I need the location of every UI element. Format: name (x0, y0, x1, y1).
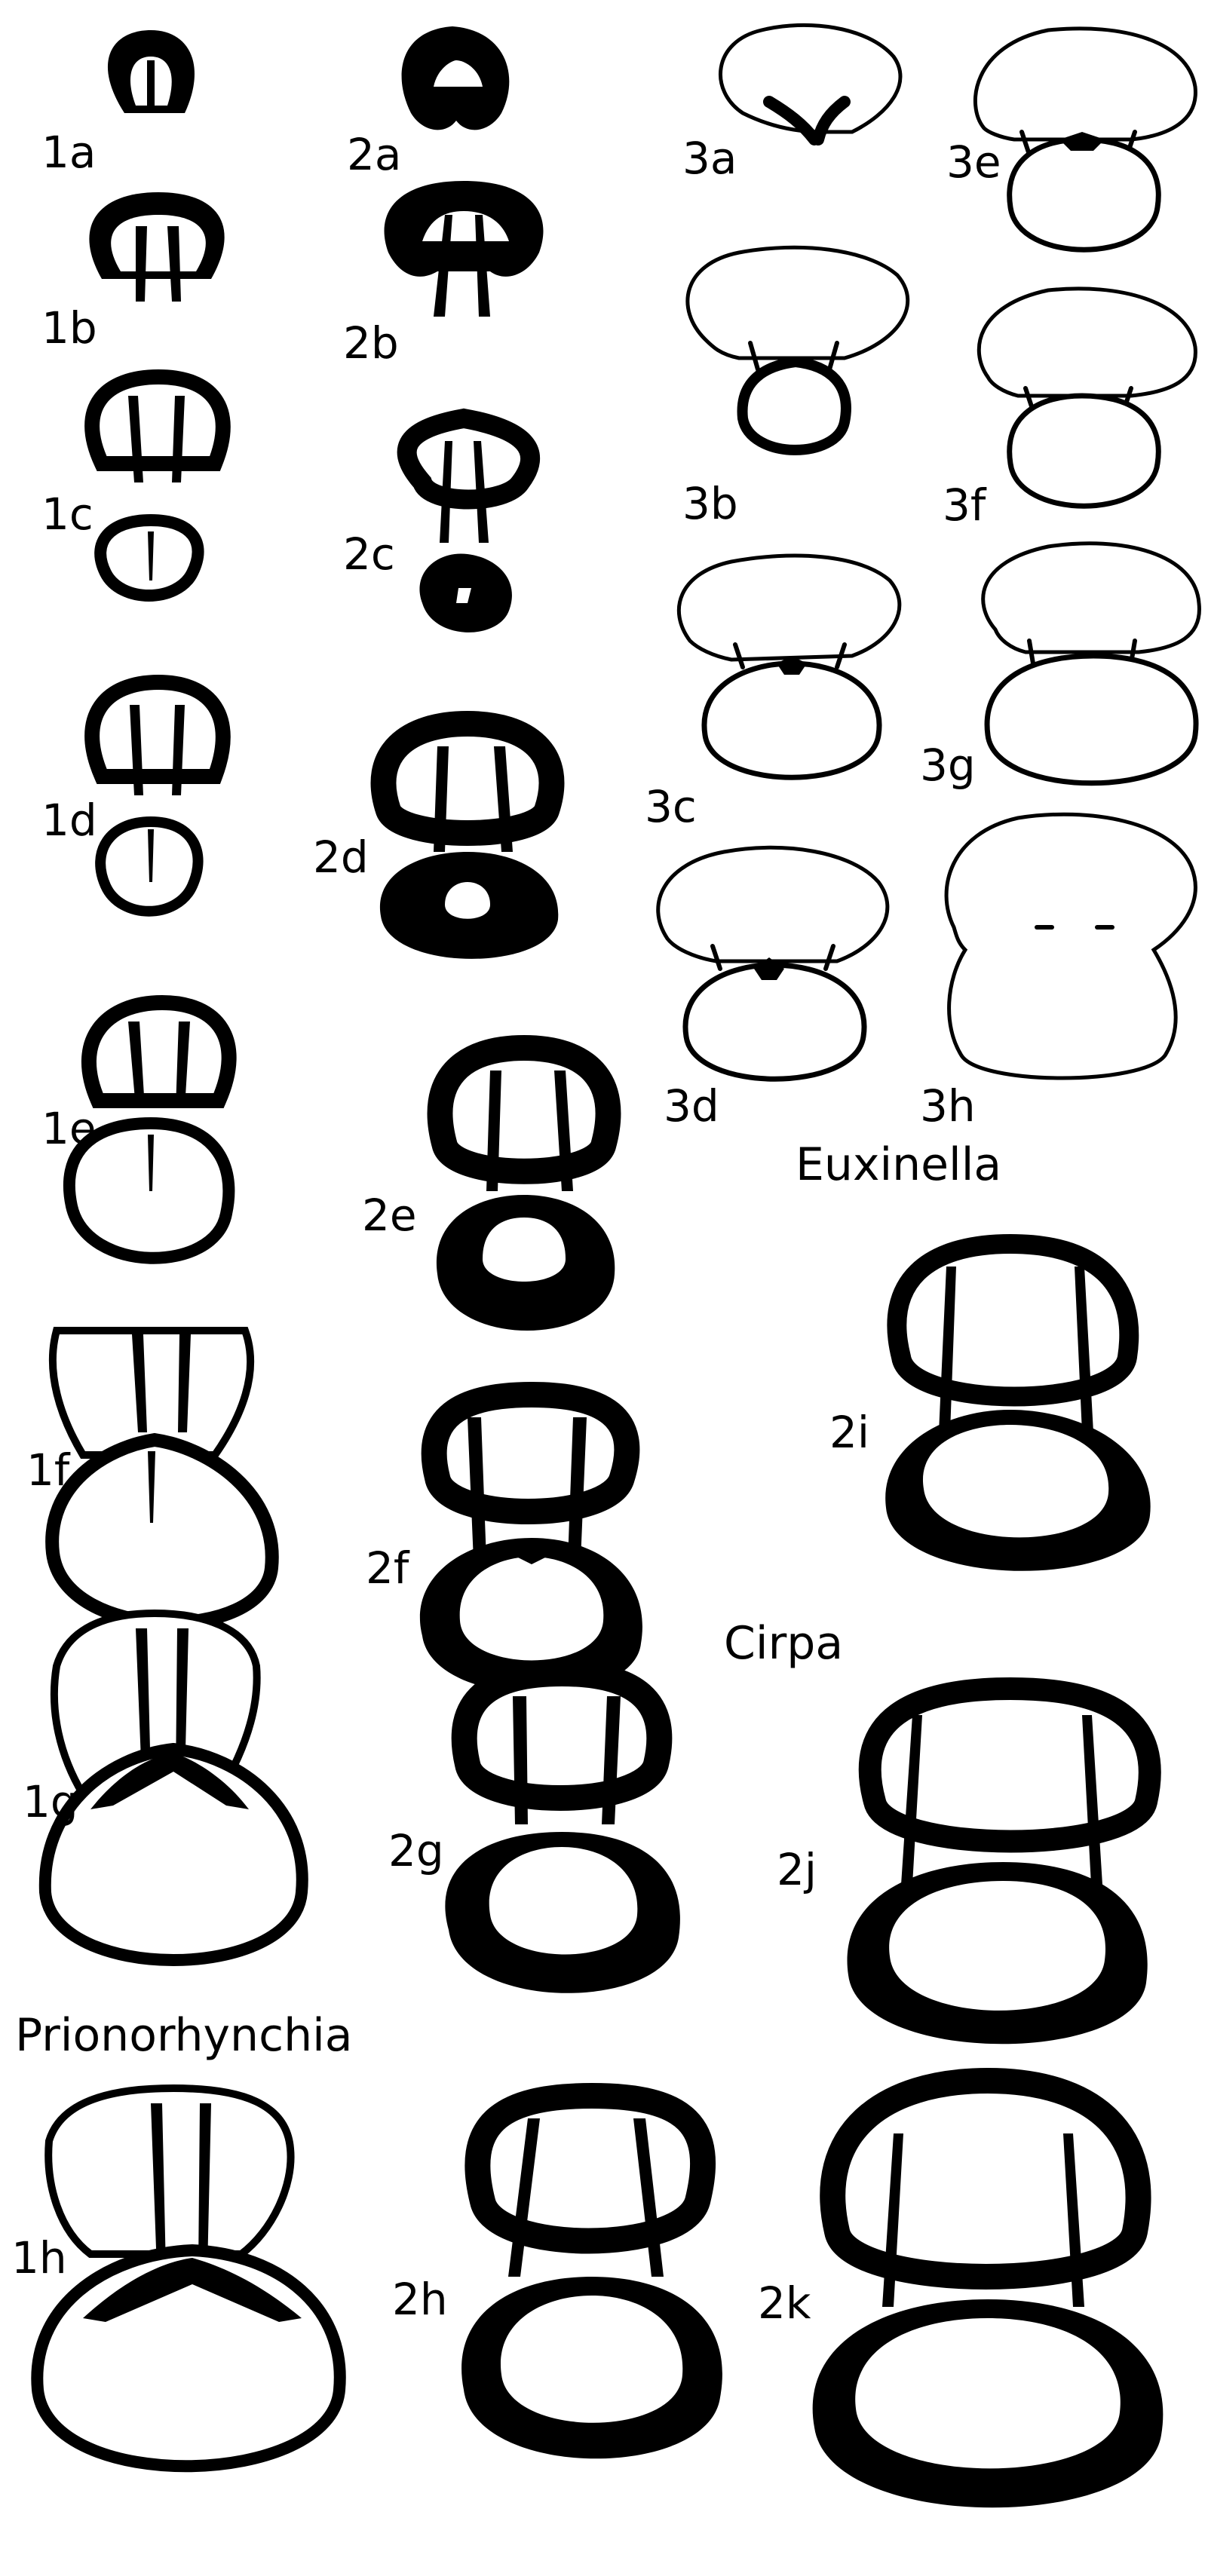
section-2k (813, 2081, 1164, 2507)
section-1c (92, 377, 223, 596)
label-2h: 2h (392, 2274, 448, 2325)
label-1c: 1c (41, 489, 94, 540)
section-1g (45, 1613, 302, 1960)
section-2i (885, 1244, 1150, 1571)
label-2g: 2g (388, 1825, 444, 1876)
section-1f (52, 1331, 272, 1623)
label-2f: 2f (366, 1542, 410, 1594)
section-3b (688, 247, 908, 450)
section-3a (720, 25, 900, 139)
label-1e: 1e (41, 1103, 97, 1154)
section-2d (380, 724, 558, 959)
section-3f (979, 289, 1195, 506)
label-3c: 3c (645, 781, 697, 832)
label-2k: 2k (758, 2277, 811, 2329)
section-1a (108, 30, 195, 113)
label-1h: 1h (11, 2232, 67, 2283)
label-1b: 1b (41, 302, 97, 354)
genus-cirpa: Cirpa (724, 1617, 843, 1670)
label-2a: 2a (347, 129, 401, 180)
label-3f: 3f (943, 479, 987, 531)
label-2i: 2i (829, 1407, 869, 1458)
section-2j (848, 1689, 1150, 2044)
label-3e: 3e (946, 136, 1001, 188)
section-3c (679, 556, 899, 777)
label-1f: 1f (26, 1444, 71, 1496)
section-1d (92, 682, 223, 911)
label-1g: 1g (23, 1776, 78, 1827)
section-2f (420, 1395, 642, 1693)
label-3g: 3g (920, 740, 976, 791)
label-3a: 3a (682, 133, 737, 184)
label-3d: 3d (664, 1080, 719, 1132)
section-3h (946, 814, 1195, 1078)
section-2c (407, 418, 531, 633)
genus-euxinella: Euxinella (796, 1138, 1001, 1191)
label-1a: 1a (41, 127, 96, 178)
label-2c: 2c (343, 528, 395, 580)
section-2b (385, 181, 544, 317)
section-2a (402, 26, 510, 130)
label-3b: 3b (682, 478, 738, 529)
section-1b (89, 192, 224, 302)
section-3d (658, 847, 888, 1079)
label-2e: 2e (362, 1190, 417, 1241)
label-3h: 3h (920, 1080, 976, 1132)
section-1h (37, 2088, 339, 2466)
section-2e (437, 1048, 615, 1331)
label-2d: 2d (313, 832, 369, 883)
section-2g (445, 1674, 680, 1993)
section-3g (983, 544, 1200, 783)
section-3e (975, 29, 1195, 250)
section-2h (461, 2096, 722, 2458)
label-1d: 1d (41, 795, 97, 846)
label-2b: 2b (343, 317, 399, 369)
genus-prionorhynchia: Prionorhynchia (15, 2009, 353, 2062)
label-2j: 2j (777, 1844, 817, 1895)
